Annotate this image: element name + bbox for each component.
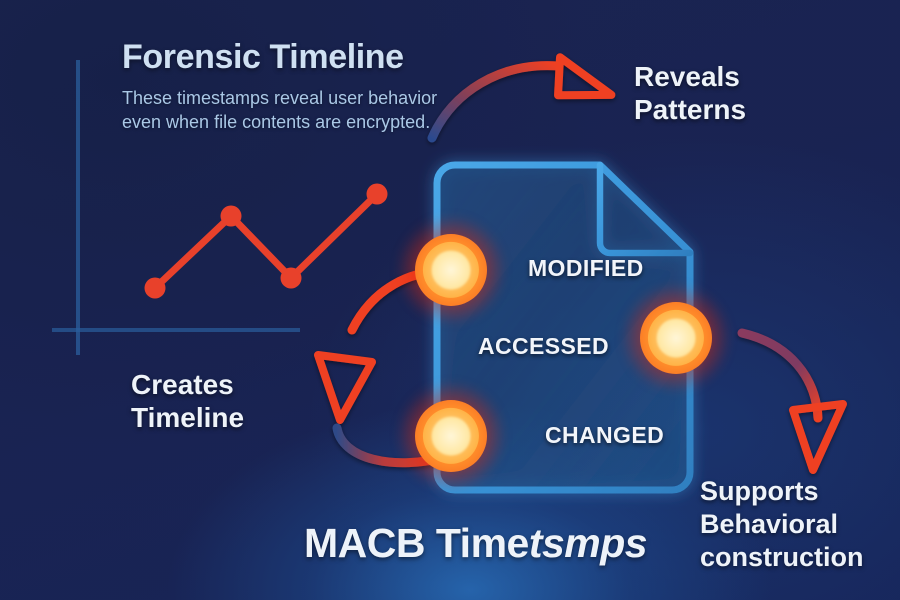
chart-gridlines-horizontal bbox=[78, 193, 402, 291]
callout-line-1: Supports bbox=[700, 476, 819, 506]
macb-timestamps-caption: MACB Timetsmps bbox=[304, 520, 648, 567]
page-subtitle: These timestamps reveal user behavior ev… bbox=[122, 88, 438, 132]
chart-series-line bbox=[151, 190, 381, 292]
page-title: Forensic Timeline bbox=[122, 38, 404, 76]
callout-reveals-patterns: Reveals Patterns bbox=[634, 60, 746, 126]
dot-core bbox=[656, 318, 696, 358]
callout-line-2: Timeline bbox=[131, 402, 245, 433]
chart-axes bbox=[52, 60, 300, 355]
document-label-changed: CHANGED bbox=[545, 422, 665, 448]
timestamp-dot-modified[interactable] bbox=[397, 216, 505, 324]
callout-line-2: Behavioral bbox=[700, 509, 839, 539]
dot-core bbox=[431, 416, 471, 456]
callout-line-1: Creates bbox=[131, 369, 234, 400]
document-label-accessed: ACCESSED bbox=[478, 333, 610, 359]
callout-creates-timeline: Creates Timeline bbox=[131, 368, 244, 434]
arrow-reveals-patterns bbox=[427, 53, 616, 143]
dot-core bbox=[431, 250, 471, 290]
timestamp-dot-accessed[interactable] bbox=[622, 284, 730, 392]
callout-supports-reconstruction: Supports Behavioral construction bbox=[700, 475, 864, 574]
document-label-modified: MODIFIED bbox=[528, 255, 644, 281]
macb-regular-text: MACB Time bbox=[304, 520, 529, 566]
macb-italic-text: tsmps bbox=[528, 520, 648, 566]
callout-line-3: construction bbox=[700, 542, 864, 572]
callout-line-1: Reveals bbox=[634, 61, 740, 92]
arrow-supports-reconstruction bbox=[737, 328, 847, 474]
timestamp-dot-changed[interactable] bbox=[397, 382, 505, 490]
callout-line-2: Patterns bbox=[634, 94, 747, 125]
chart-data-points bbox=[144, 183, 388, 299]
